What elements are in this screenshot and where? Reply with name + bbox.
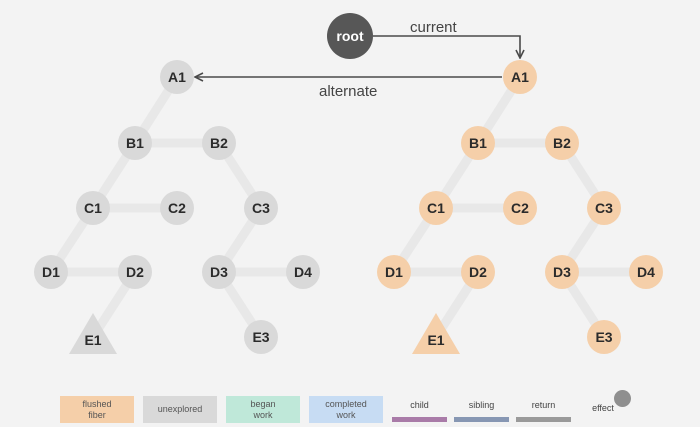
alternate-tree-circle-D3	[202, 255, 236, 289]
legend-unexplored: unexplored	[143, 396, 217, 423]
current-tree-circle-D3	[545, 255, 579, 289]
pointers-layer: current alternate	[196, 19, 520, 100]
current-tree-label-E3: E3	[595, 329, 612, 345]
alternate-tree-node-C3: C3	[244, 191, 278, 225]
alternate-tree-node-D4: D4	[286, 255, 320, 289]
alternate-tree-node-D3: D3	[202, 255, 236, 289]
alternate-tree-label-C1: C1	[84, 200, 102, 216]
legend-sibling-label: sibling	[468, 400, 495, 410]
legend-child-bar	[392, 417, 447, 422]
alternate-tree-triangle-E1	[69, 313, 117, 354]
legend-effect-label: effect	[592, 403, 614, 413]
legend-began-work: began work	[226, 396, 300, 423]
alternate-tree-label-A1: A1	[168, 69, 186, 85]
alternate-tree-label-C3: C3	[252, 200, 270, 216]
current-tree-label-C1: C1	[427, 200, 445, 216]
alternate-tree-circle-D4	[286, 255, 320, 289]
current-tree-node-D3: D3	[545, 255, 579, 289]
current-pointer-label: current	[410, 19, 458, 36]
current-tree-node-D1: D1	[377, 255, 411, 289]
legend-completed-work: completed work	[309, 396, 383, 423]
alternate-tree-label-E1: E1	[84, 332, 101, 348]
current-tree-node-B1: B1	[461, 126, 495, 160]
current-tree-circle-D2	[461, 255, 495, 289]
current-tree-node-D2: D2	[461, 255, 495, 289]
current-tree-node-C3: C3	[587, 191, 621, 225]
current-tree-node-D4: D4	[629, 255, 663, 289]
alternate-tree-circle-C2	[160, 191, 194, 225]
current-tree-label-D4: D4	[637, 264, 655, 280]
current-tree-node-E3: E3	[587, 320, 621, 354]
alternate-tree-node-E3: E3	[244, 320, 278, 354]
root-circle	[327, 13, 373, 59]
legend-flushed-fiber: flushed fiber	[60, 396, 134, 423]
alternate-tree-circle-A1	[160, 60, 194, 94]
alternate-tree-circle-D2	[118, 255, 152, 289]
alternate-tree-node-A1: A1	[160, 60, 194, 94]
legend-sibling-bar	[454, 417, 509, 422]
legend-effect-icon	[614, 390, 631, 407]
alternate-tree-circle-B2	[202, 126, 236, 160]
alternate-tree-label-C2: C2	[168, 200, 186, 216]
alternate-tree-node-D1: D1	[34, 255, 68, 289]
alternate-tree-node-C1: C1	[76, 191, 110, 225]
root-node: root	[327, 13, 373, 59]
alternate-tree-node-E1: E1	[69, 313, 117, 354]
edges-layer	[46, 72, 651, 342]
current-tree-triangle-E1	[412, 313, 460, 354]
current-tree-circle-E3	[587, 320, 621, 354]
alternate-tree-label-D4: D4	[294, 264, 312, 280]
alternate-tree-label-D2: D2	[126, 264, 144, 280]
alternate-tree-node-B1: B1	[118, 126, 152, 160]
current-tree-circle-D4	[629, 255, 663, 289]
current-tree-label-B1: B1	[469, 135, 487, 151]
current-tree-label-B2: B2	[553, 135, 571, 151]
current-tree-label-D2: D2	[469, 264, 487, 280]
current-tree-node-C2: C2	[503, 191, 537, 225]
current-tree-node-C1: C1	[419, 191, 453, 225]
current-tree-node-B2: B2	[545, 126, 579, 160]
alternate-pointer-label: alternate	[319, 83, 377, 100]
alternate-tree-label-D3: D3	[210, 264, 228, 280]
alternate-tree-label-B1: B1	[126, 135, 144, 151]
legend-return-bar	[516, 417, 571, 422]
alternate-tree-circle-D1	[34, 255, 68, 289]
root-label: root	[336, 28, 364, 44]
current-tree-label-A1: A1	[511, 69, 529, 85]
current-tree-circle-A1	[503, 60, 537, 94]
current-tree-circle-C2	[503, 191, 537, 225]
current-tree-node-A1: A1	[503, 60, 537, 94]
alternate-tree-node-B2: B2	[202, 126, 236, 160]
current-tree-node-E1: E1	[412, 313, 460, 354]
current-tree-circle-B2	[545, 126, 579, 160]
alternate-tree-circle-B1	[118, 126, 152, 160]
current-tree-circle-C1	[419, 191, 453, 225]
current-tree-circle-B1	[461, 126, 495, 160]
current-tree-circle-D1	[377, 255, 411, 289]
current-tree-label-D1: D1	[385, 264, 403, 280]
current-tree-label-C3: C3	[595, 200, 613, 216]
current-tree-label-D3: D3	[553, 264, 571, 280]
alternate-tree-node-C2: C2	[160, 191, 194, 225]
alternate-tree-label-E3: E3	[252, 329, 269, 345]
alternate-tree-node-D2: D2	[118, 255, 152, 289]
current-tree-label-C2: C2	[511, 200, 529, 216]
current-tree-circle-C3	[587, 191, 621, 225]
current-pointer-arrow	[373, 35, 520, 57]
legend-child-label: child	[410, 400, 429, 410]
alternate-tree-circle-E3	[244, 320, 278, 354]
current-tree-label-E1: E1	[427, 332, 444, 348]
legend-return-label: return	[531, 400, 556, 410]
alternate-tree-circle-C1	[76, 191, 110, 225]
alternate-tree-label-D1: D1	[42, 264, 60, 280]
alternate-tree-circle-C3	[244, 191, 278, 225]
alternate-tree-label-B2: B2	[210, 135, 228, 151]
